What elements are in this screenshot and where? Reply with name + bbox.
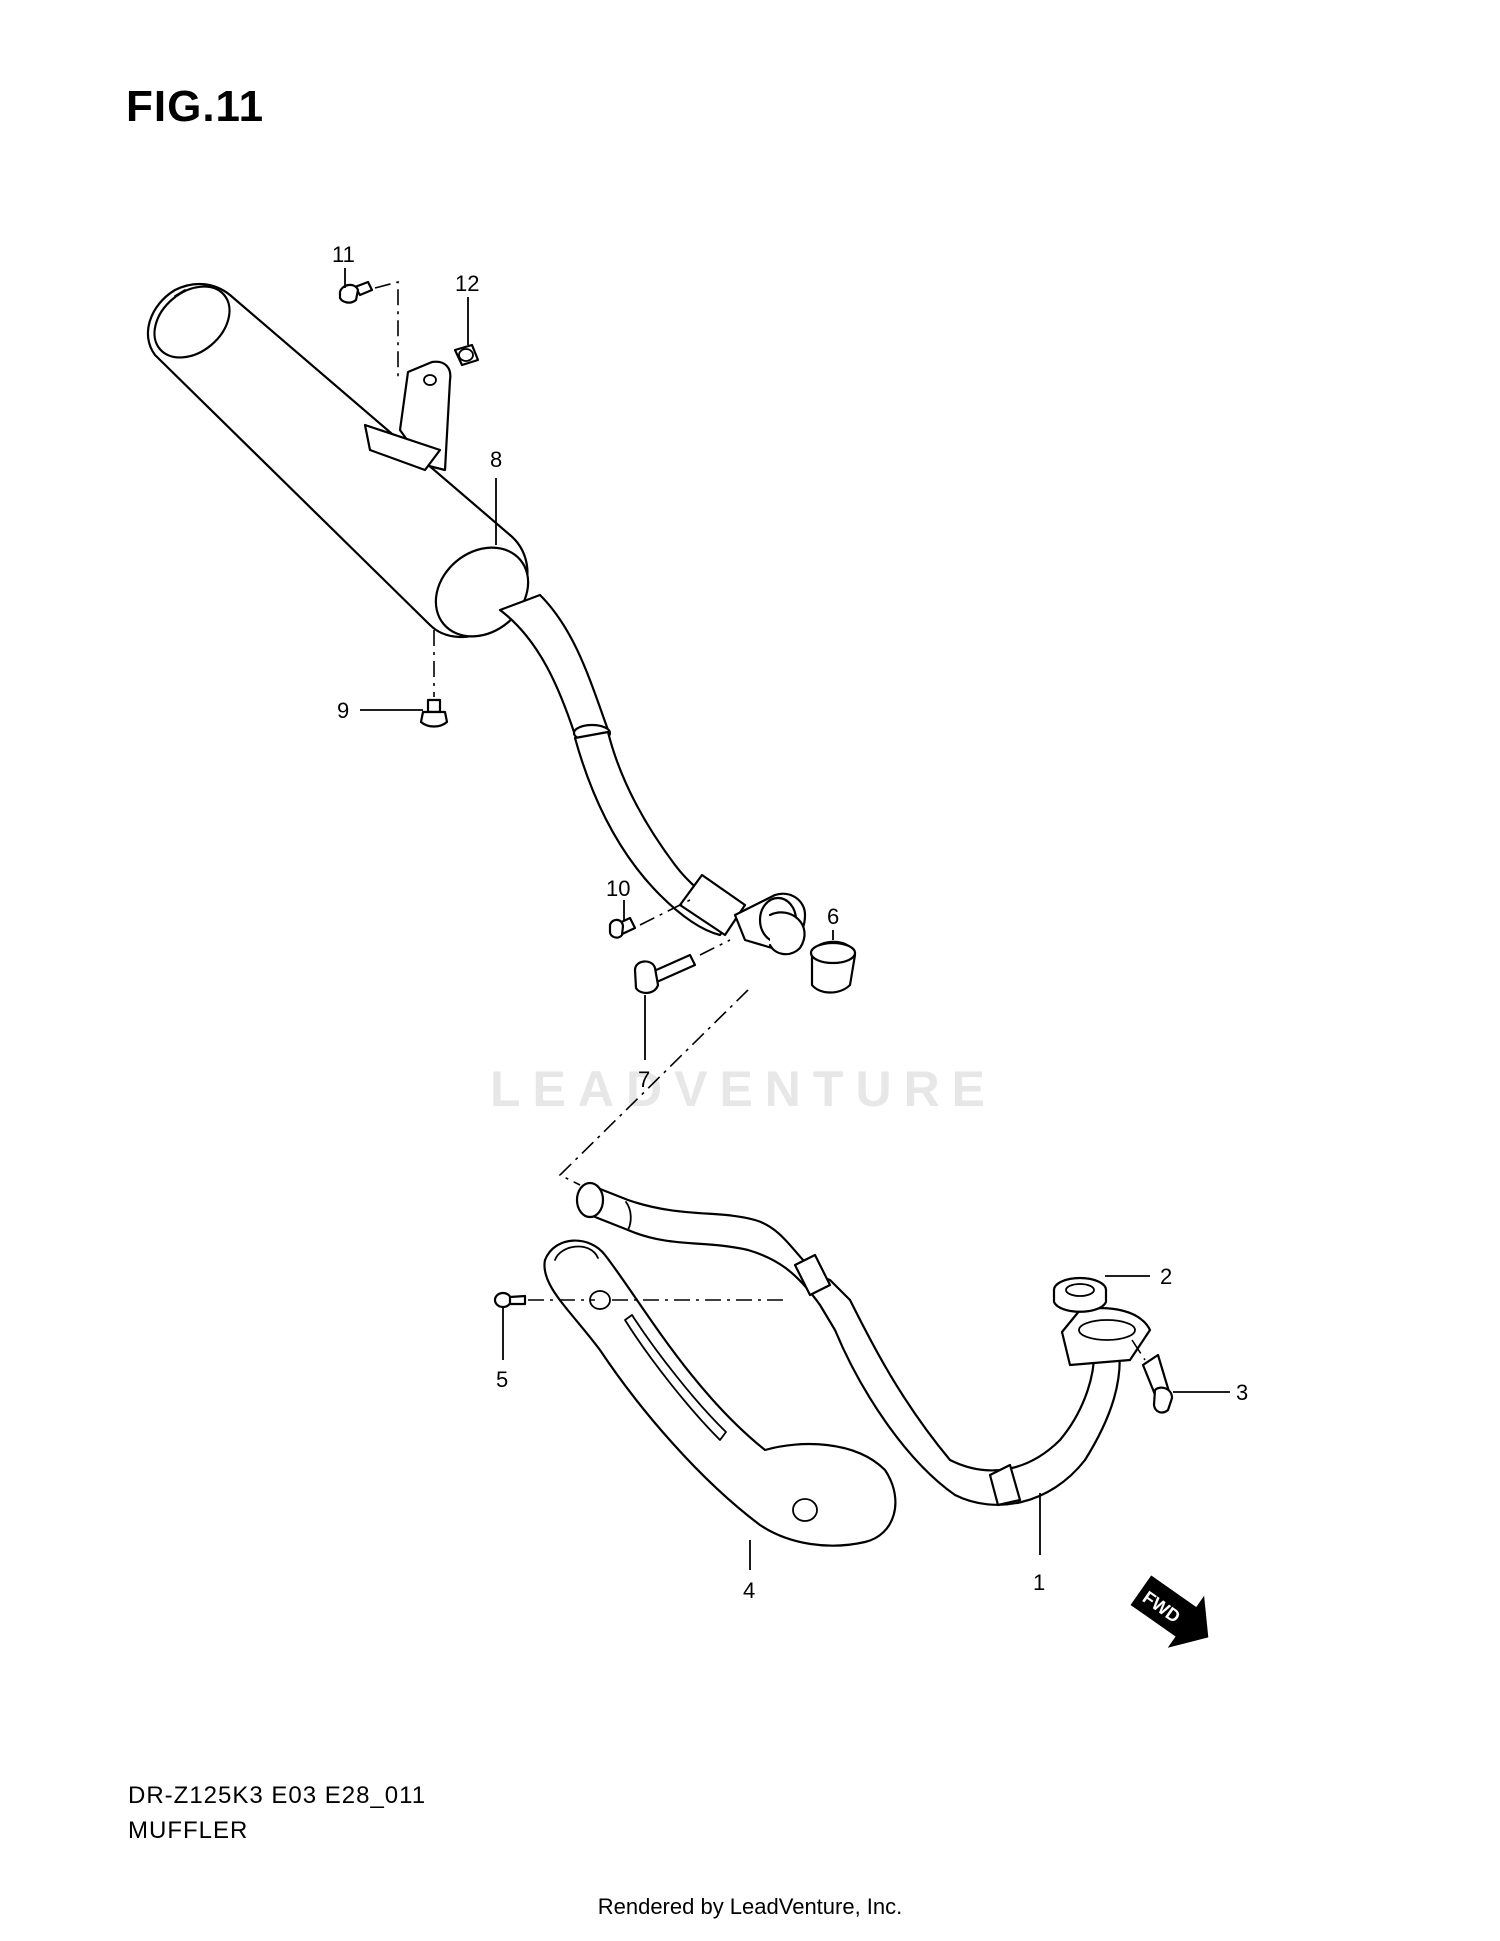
callout-8: 8 xyxy=(490,447,502,472)
gasket-part-6[interactable] xyxy=(809,940,857,994)
callout-9: 9 xyxy=(337,698,349,723)
callout-7: 7 xyxy=(638,1067,650,1092)
callout-5: 5 xyxy=(496,1367,508,1392)
assembly-link-line xyxy=(558,989,749,1186)
footer-credit: Rendered by LeadVenture, Inc. xyxy=(597,1894,903,1919)
muffler-part-8[interactable] xyxy=(141,272,612,743)
fwd-arrow-icon: FWD xyxy=(1130,1575,1209,1648)
figure-title: FIG.11 xyxy=(126,82,265,131)
heat-shield-part-4[interactable] xyxy=(543,1239,897,1547)
callout-1: 1 xyxy=(1033,1570,1045,1595)
callout-10: 10 xyxy=(606,876,630,901)
screw-part-10[interactable] xyxy=(608,899,691,939)
watermark-text: LEADVENTURE xyxy=(490,1061,998,1117)
exhaust-pipe-part-1[interactable] xyxy=(575,1181,1152,1507)
bolt-part-7[interactable] xyxy=(633,939,731,994)
nut-part-12[interactable] xyxy=(453,343,480,367)
screw-part-5[interactable] xyxy=(493,1291,788,1309)
model-code: DR-Z125K3 E03 E28_011 xyxy=(128,1782,427,1809)
callout-2: 2 xyxy=(1160,1264,1172,1289)
link-pipe[interactable] xyxy=(573,730,747,937)
bolt-part-3[interactable] xyxy=(1131,1339,1174,1414)
bolt-part-9[interactable] xyxy=(419,630,449,728)
callout-4: 4 xyxy=(743,1578,755,1603)
callout-12: 12 xyxy=(455,271,479,296)
assembly-name: MUFFLER xyxy=(128,1817,249,1844)
callout-6: 6 xyxy=(827,904,839,929)
bolt-part-11[interactable] xyxy=(338,280,399,380)
gasket-part-2[interactable] xyxy=(1052,1276,1108,1313)
callout-3: 3 xyxy=(1236,1380,1248,1405)
callout-11: 11 xyxy=(332,242,355,267)
clamp-assembly[interactable] xyxy=(733,892,807,956)
